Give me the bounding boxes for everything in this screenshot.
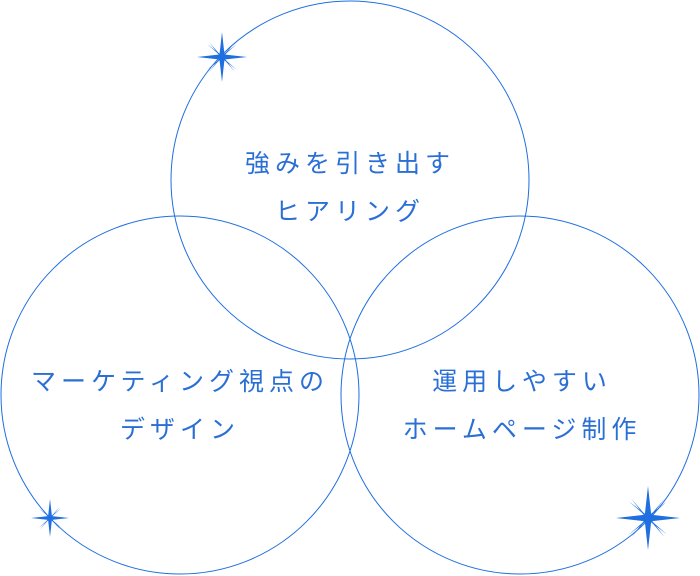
label-line: 強みを引き出す xyxy=(244,149,455,178)
circle-top xyxy=(170,0,530,360)
sparkle-icon xyxy=(616,486,680,550)
label-line: 運用しやすい xyxy=(432,367,612,396)
circle-left-label: マーケティング視点の デザイン xyxy=(0,358,360,454)
label-line: マーケティング視点の xyxy=(30,367,329,396)
circle-right-label: 運用しやすい ホームページ制作 xyxy=(342,358,700,454)
circle-top-label: 強みを引き出す ヒアリング xyxy=(170,140,530,236)
label-line: ヒアリング xyxy=(274,197,425,226)
label-line: ホームページ制作 xyxy=(402,415,642,444)
circle-left xyxy=(0,215,360,575)
circle-right xyxy=(340,215,700,575)
label-line: デザイン xyxy=(119,415,240,444)
